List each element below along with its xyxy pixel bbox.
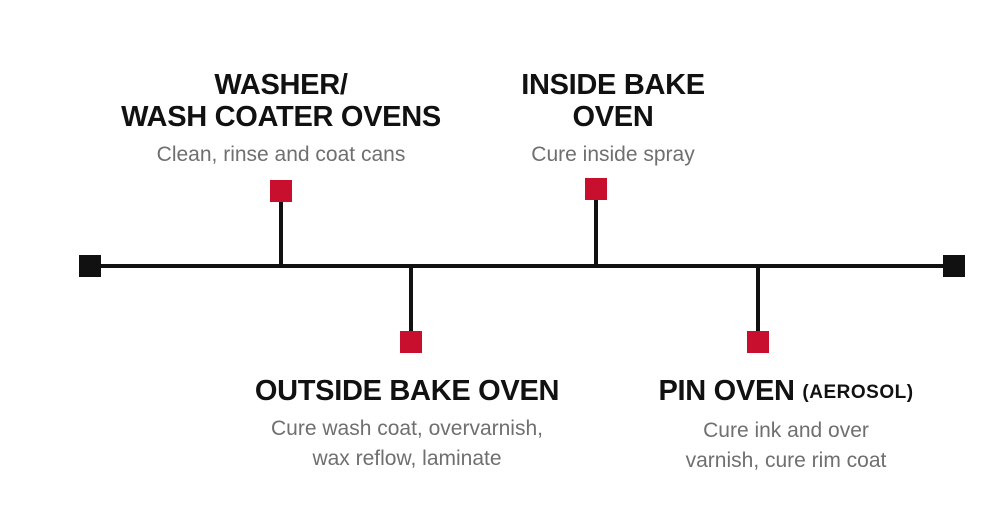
inside-bake-title-line-1: INSIDE BAKE (521, 69, 705, 101)
outside-bake-desc-line-2: wax reflow, laminate (312, 447, 502, 470)
pin-oven-desc-line-2: varnish, cure rim coat (685, 449, 887, 472)
washer-title-line-2: WASH COATER OVENS (121, 101, 441, 133)
pin-oven-stage-label: PIN OVEN (AEROSOL) Cure ink and over var… (628, 375, 944, 476)
pin-oven-stage-title: PIN OVEN (AEROSOL) (628, 375, 944, 409)
pin-oven-title-main: PIN OVEN (658, 375, 795, 407)
pin-oven-marker (747, 331, 769, 353)
pin-oven-title-suffix: (AEROSOL) (802, 382, 914, 403)
washer-stage-description: Clean, rinse and coat cans (98, 140, 464, 170)
line-end-marker (943, 255, 965, 277)
line-start-marker (79, 255, 101, 277)
outside-bake-title-line-1: OUTSIDE BAKE OVEN (254, 375, 560, 407)
inside-bake-stage-label: INSIDE BAKE OVEN Cure inside spray (463, 69, 763, 170)
outside-bake-stage-title: OUTSIDE BAKE OVEN (216, 375, 598, 407)
washer-title-line-1: WASHER/ (214, 69, 348, 101)
pin-oven-desc-line-1: Cure ink and over (703, 419, 869, 442)
inside-bake-title-line-2: OVEN (572, 101, 654, 133)
inside-bake-desc-line-1: Cure inside spray (531, 143, 695, 166)
pin-oven-stage-description: Cure ink and over varnish, cure rim coat (628, 416, 944, 476)
outside-bake-stage-description: Cure wash coat, overvarnish, wax reflow,… (216, 414, 598, 474)
outside-bake-marker (400, 331, 422, 353)
washer-stage-label: WASHER/ WASH COATER OVENS Clean, rinse a… (98, 69, 464, 170)
inside-bake-stage-title: INSIDE BAKE OVEN (463, 69, 763, 133)
washer-stage-title: WASHER/ WASH COATER OVENS (98, 69, 464, 133)
outside-bake-desc-line-1: Cure wash coat, overvarnish, (271, 417, 543, 440)
outside-bake-stage-label: OUTSIDE BAKE OVEN Cure wash coat, overva… (216, 375, 598, 474)
inside-bake-stage-description: Cure inside spray (463, 140, 763, 170)
pin-oven-title-line-1: PIN OVEN (AEROSOL) (628, 375, 944, 409)
inside-bake-marker (585, 178, 607, 200)
washer-desc-line-1: Clean, rinse and coat cans (156, 143, 406, 166)
washer-marker (270, 180, 292, 202)
